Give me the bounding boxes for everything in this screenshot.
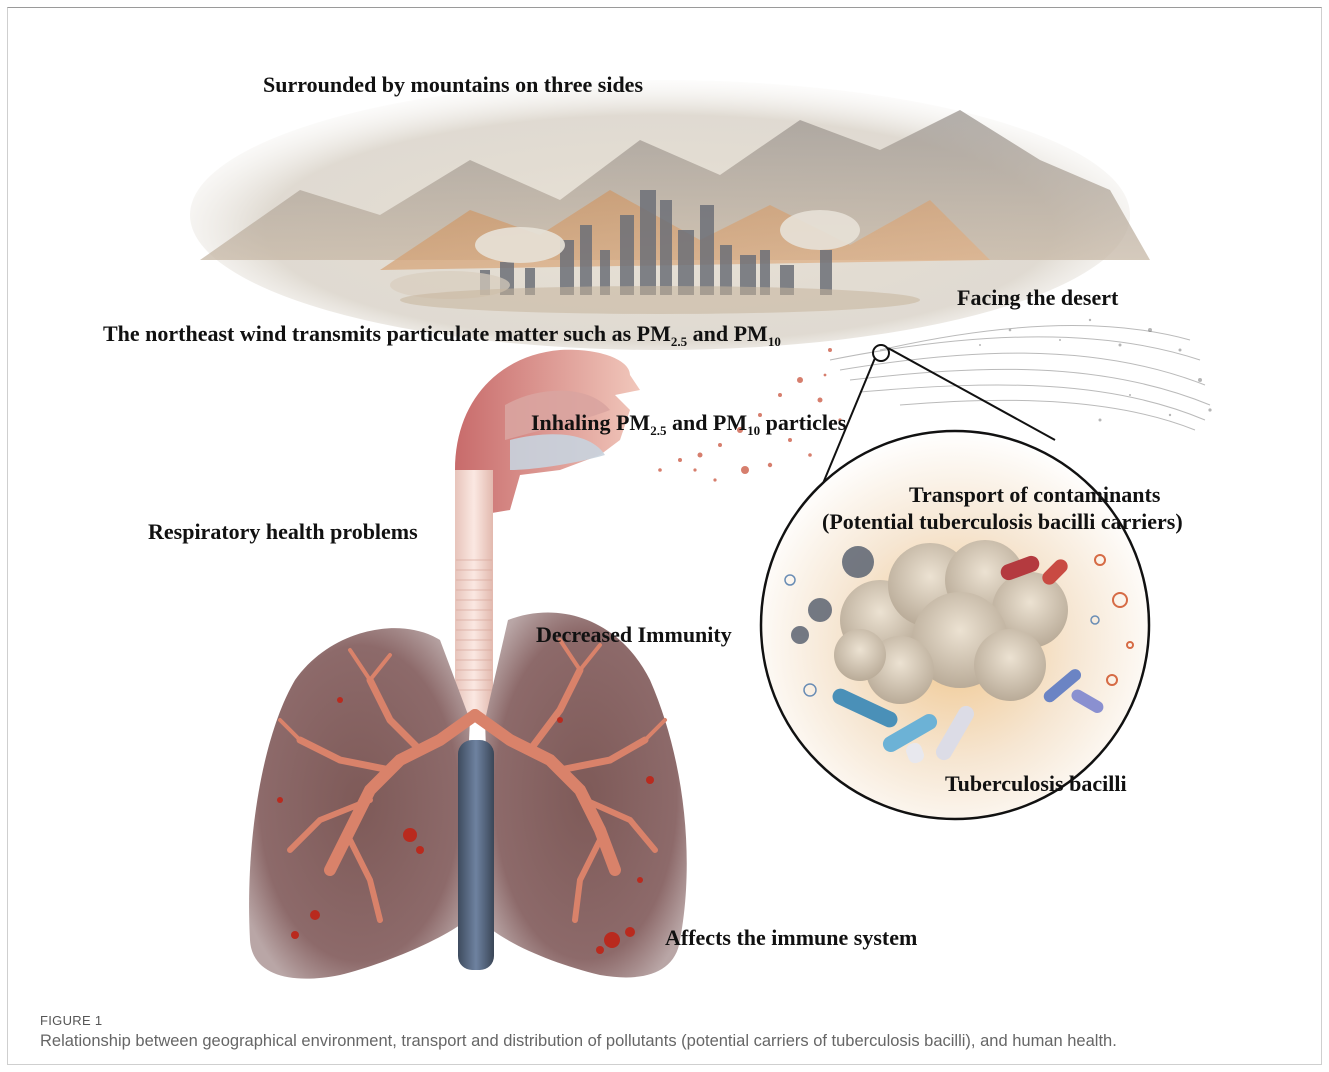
inhale-text-mid: and PM (666, 410, 747, 435)
figure-caption-text: Relationship between geographical enviro… (40, 1032, 1117, 1051)
label-respiratory: Respiratory health problems (148, 519, 418, 544)
inhale-subscript-1: 2.5 (650, 423, 666, 438)
label-desert: Facing the desert (957, 285, 1118, 310)
wind-text-prefix: The northeast wind transmits particulate… (103, 321, 671, 346)
label-immunity: Decreased Immunity (536, 622, 732, 647)
label-mountains: Surrounded by mountains on three sides (263, 72, 643, 97)
figure-caption-title: FIGURE 1 (40, 1013, 102, 1028)
wind-text-mid: and PM (687, 321, 768, 346)
label-inhaling: Inhaling PM2.5 and PM10 particles (531, 410, 846, 435)
spine (458, 740, 494, 970)
inhale-text-prefix: Inhaling PM (531, 410, 650, 435)
inhale-text-suffix: particles (760, 410, 846, 435)
label-immune-system: Affects the immune system (665, 925, 917, 950)
label-transport-line1: Transport of contaminants (909, 482, 1160, 507)
trachea (455, 470, 493, 715)
label-wind-transport: The northeast wind transmits particulate… (103, 321, 781, 346)
wind-subscript-2: 10 (768, 334, 781, 349)
label-transport-line2: (Potential tuberculosis bacilli carriers… (822, 509, 1183, 534)
inhale-subscript-2: 10 (747, 423, 760, 438)
wind-particle-stream (830, 326, 1210, 430)
label-bacilli: Tuberculosis bacilli (945, 771, 1127, 796)
wind-subscript-1: 2.5 (671, 334, 687, 349)
